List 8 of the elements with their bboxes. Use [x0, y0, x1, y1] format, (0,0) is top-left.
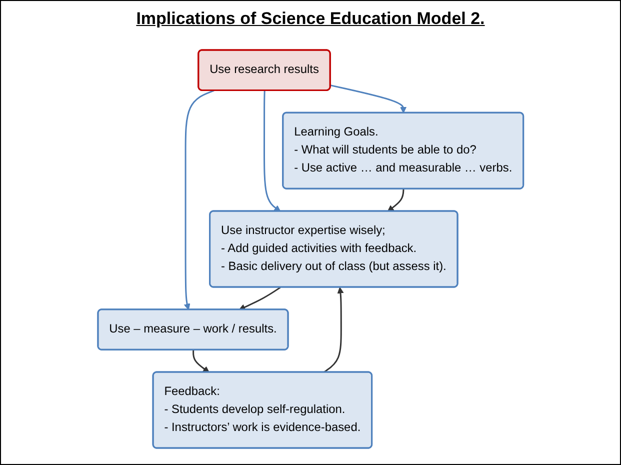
- arrow: [184, 89, 214, 310]
- arrow: [238, 286, 281, 310]
- arrow: [323, 286, 344, 372]
- arrow: [263, 90, 281, 212]
- arrow: [387, 188, 404, 212]
- arrow: [192, 349, 210, 372]
- diagram-title: Implications of Science Education Model 2.: [136, 9, 485, 29]
- arrow: [330, 84, 406, 113]
